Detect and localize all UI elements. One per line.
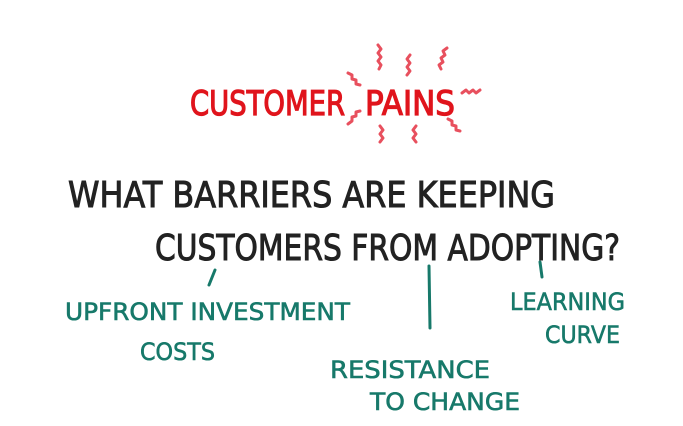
answer-resistance-line-2: TO CHANGE xyxy=(369,388,520,416)
connector-upfront xyxy=(207,268,217,287)
connector-learning xyxy=(538,260,544,279)
answer-learning-line-2: CURVE xyxy=(545,321,620,349)
answer-learning-line-1: LEARNING xyxy=(510,288,625,316)
connector-resistance xyxy=(427,264,432,330)
answer-upfront-line-2: COSTS xyxy=(140,338,215,366)
question-line-2: CUSTOMERS FROM ADOPTING? xyxy=(155,228,620,269)
pain-burst-icon xyxy=(346,43,482,144)
answer-resistance-line-1: RESISTANCE xyxy=(330,356,490,384)
title-customer: CUSTOMER xyxy=(190,84,345,124)
question-line-1: WHAT BARRIERS ARE KEEPING xyxy=(68,175,555,216)
answer-upfront-line-1: UPFRONT INVESTMENT xyxy=(65,298,350,326)
title-pains: PAINS xyxy=(365,84,455,124)
